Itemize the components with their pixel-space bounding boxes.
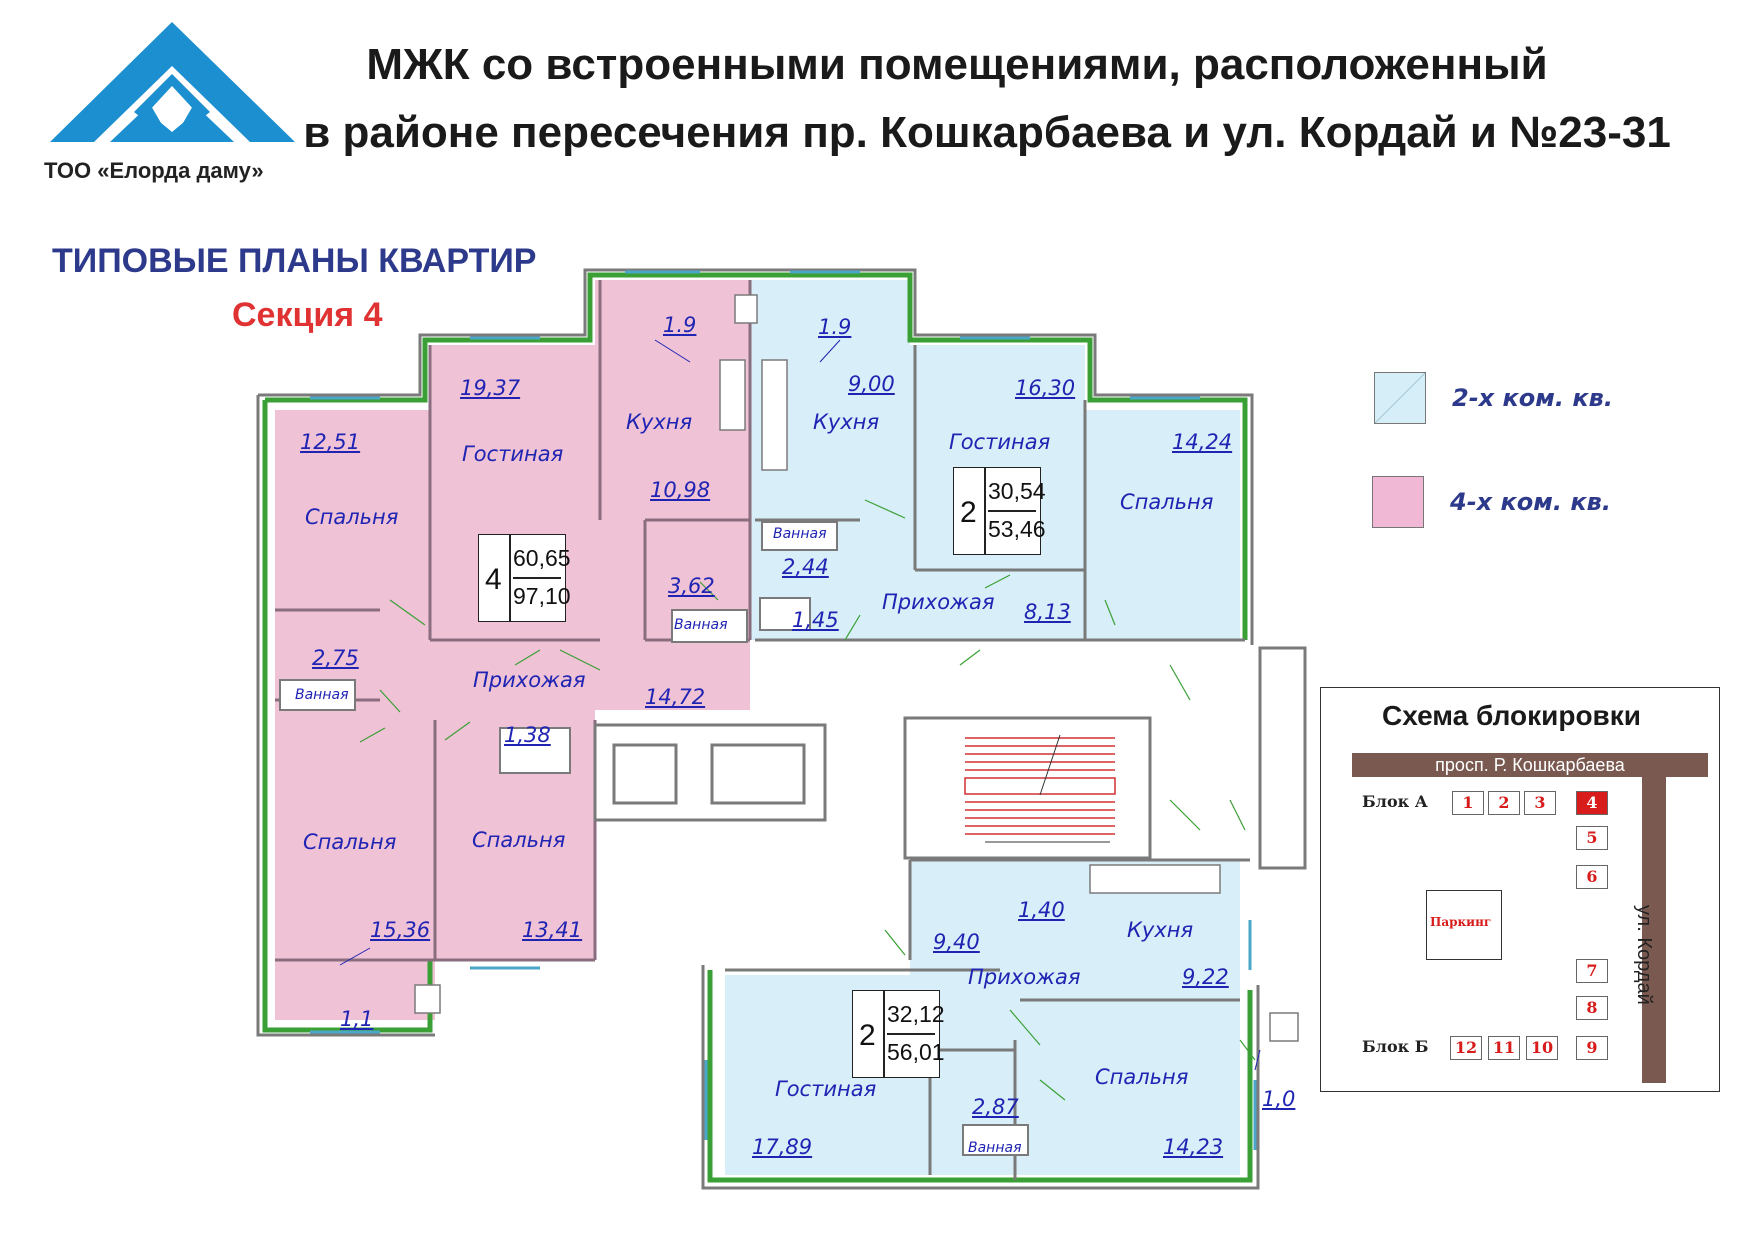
section-1: 1 [1452, 791, 1484, 815]
living-label-4: Гостиная [462, 442, 564, 466]
section-7: 7 [1576, 959, 1608, 983]
section-8: 8 [1576, 996, 1608, 1020]
apartment-total-2b: 56,01 [887, 1039, 945, 1065]
apartment-rooms-4: 4 [485, 563, 502, 596]
section-10: 10 [1526, 1036, 1558, 1060]
hallway-label-2b: Прихожая [968, 965, 1081, 989]
blocking-scheme-title: Схема блокировки [1382, 700, 1641, 731]
area-wc-4: 1,38 [504, 723, 551, 747]
area-balcony-4: 1,1 [340, 1007, 374, 1031]
area-kitchen-4: 10,98 [650, 478, 711, 502]
page-title-line1: МЖК со встроенными помещениями, располож… [366, 40, 1548, 89]
section-6: 6 [1576, 865, 1608, 889]
hallway-label-2a: Прихожая [882, 590, 995, 614]
apartment-box-2b: 2 32,12 56,01 [852, 990, 945, 1078]
apartment-rooms-2a: 2 [960, 496, 977, 529]
apartment-box-2a: 2 30,54 53,46 [953, 467, 1046, 555]
area-living-2b: 17,89 [752, 1135, 813, 1159]
street-korday-label: ул. Кордай [1633, 905, 1655, 1005]
area-wc-2b: 1,40 [1018, 898, 1065, 922]
area-bedroom-2b: 14,23 [1163, 1135, 1224, 1159]
kitchen-label-2a: Кухня [813, 410, 880, 434]
section-12: 12 [1450, 1036, 1482, 1060]
bath-label-1: Ванная [674, 617, 728, 633]
bath-label-3: Ванная [295, 687, 349, 703]
section-4-highlighted: 4 [1576, 791, 1608, 815]
area-living-4: 19,37 [460, 376, 521, 400]
block-a-label: Блок А [1362, 792, 1428, 811]
area-bedroom-2a: 14,24 [1172, 430, 1233, 454]
area-wc-2a: 1,45 [792, 608, 839, 632]
area-bath-2b: 2,87 [972, 1095, 1019, 1119]
area-hallway-2b: 9,40 [933, 930, 980, 954]
page-title-line2: в районе пересечения пр. Кошкарбаева и у… [303, 108, 1671, 157]
section-9: 9 [1576, 1036, 1608, 1060]
section-5: 5 [1576, 826, 1608, 850]
area-bedroom-4c: 13,41 [522, 918, 583, 942]
bedroom-label-4b: Спальня [303, 830, 397, 854]
section-2: 2 [1488, 791, 1520, 815]
area-kitchen-2b: 9,22 [1182, 965, 1229, 989]
area-kitchen-2a: 9,00 [848, 372, 895, 396]
kitchen-label-2b: Кухня [1127, 918, 1194, 942]
legend-label-four-room: 4-х ком. кв. [1450, 488, 1611, 516]
bedroom-label-2b: Спальня [1095, 1065, 1189, 1089]
legend-swatch-four-room [1372, 476, 1424, 528]
apartment-total-2a: 53,46 [988, 516, 1046, 542]
living-label-2b: Гостиная [775, 1077, 877, 1101]
bath-label-2: Ванная [773, 526, 827, 542]
apartment-rooms-2b: 2 [859, 1019, 876, 1052]
bath-label-4: Ванная [968, 1140, 1022, 1156]
area-balcony-1: 1.9 [663, 313, 697, 337]
bedroom-label-4a: Спальня [305, 505, 399, 529]
section-label: Секция 4 [232, 296, 383, 334]
section-3: 3 [1524, 791, 1556, 815]
area-bath-2a: 2,44 [782, 555, 829, 579]
street-korday-bar [1642, 777, 1666, 1083]
hallway-label-4: Прихожая [473, 668, 586, 692]
street-koshkarbaev: просп. Р. Кошкарбаева [1352, 753, 1708, 777]
apartment-living-4: 60,65 [513, 545, 571, 571]
section-11: 11 [1488, 1036, 1520, 1060]
apartment-box-4: 4 60,65 97,10 [478, 534, 571, 622]
legend-swatch-two-room [1374, 372, 1426, 424]
area-living-2a: 16,30 [1015, 376, 1076, 400]
area-hallway-4: 14,72 [645, 685, 706, 709]
area-balcony-2: 1.9 [818, 315, 852, 339]
street-koshkarbaev-label: просп. Р. Кошкарбаева [1435, 755, 1625, 775]
company-logo [50, 22, 295, 142]
area-bedroom-4a: 12,51 [300, 430, 361, 454]
bedroom-label-2a: Спальня [1120, 490, 1214, 514]
plans-heading: ТИПОВЫЕ ПЛАНЫ КВАРТИР [52, 242, 537, 280]
kitchen-label-4: Кухня [626, 410, 693, 434]
apartment-living-2a: 30,54 [988, 478, 1046, 504]
block-b-label: Блок Б [1362, 1037, 1429, 1056]
area-bath-4b: 2,75 [312, 646, 359, 670]
parking-box [1426, 890, 1502, 960]
bedroom-label-4c: Спальня [472, 828, 566, 852]
legend-label-two-room: 2-х ком. кв. [1452, 384, 1613, 412]
area-bedroom-4b: 15,36 [370, 918, 431, 942]
apartment-total-4: 97,10 [513, 583, 571, 609]
area-bath-4: 3,62 [668, 574, 715, 598]
area-hallway-2a: 8,13 [1024, 600, 1071, 624]
parking-label: Паркинг [1430, 915, 1492, 929]
area-balcony-2b: 1,0 [1262, 1087, 1296, 1111]
apartment-living-2b: 32,12 [887, 1001, 945, 1027]
company-name: ТОО «Елорда даму» [44, 158, 264, 183]
living-label-2a: Гостиная [949, 430, 1051, 454]
